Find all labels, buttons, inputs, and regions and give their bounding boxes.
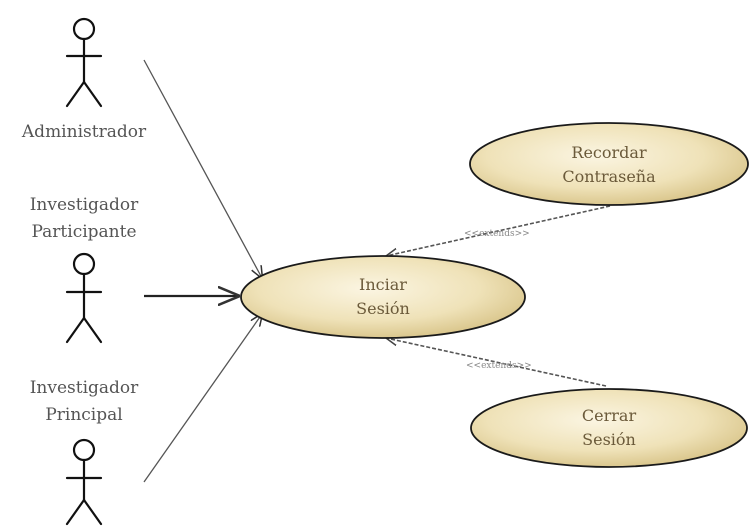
actor-administrador-label: Administrador: [21, 122, 147, 142]
actor-administrador[interactable]: Administrador: [21, 17, 147, 142]
use-case-recordar-label-line2: Contraseña: [562, 167, 656, 186]
use-case-iniciar-label-line2: Sesión: [356, 299, 410, 318]
stick-figure-icon: [65, 252, 103, 344]
use-case-iniciar-sesion[interactable]: Inciar Sesión: [240, 255, 526, 339]
actor-investigador-principal[interactable]: Investigador Principal: [30, 378, 139, 526]
actor-participante-label-line1: Investigador: [30, 195, 139, 215]
actor-principal-label-line2: Principal: [45, 405, 122, 425]
use-case-cerrar-label-line2: Sesión: [582, 430, 636, 449]
use-case-cerrar-sesion[interactable]: Cerrar Sesión: [470, 388, 748, 468]
stick-figure-icon: [65, 438, 103, 526]
association-admin-iniciar: [143, 59, 262, 278]
use-case-iniciar-ellipse[interactable]: [240, 255, 526, 339]
extend-cerrar-iniciar: [386, 338, 607, 387]
use-case-recordar-contrasena[interactable]: Recordar Contraseña: [469, 122, 749, 206]
association-principal-iniciar: [143, 314, 262, 483]
extend-recordar-iniciar: [386, 205, 611, 256]
use-case-cerrar-ellipse[interactable]: [470, 388, 748, 468]
use-case-recordar-label-line1: Recordar: [571, 143, 647, 162]
extend-label-recordar: <<extends>>: [464, 229, 530, 239]
associations: [143, 59, 262, 483]
extend-label-cerrar: <<extends>>: [466, 361, 532, 371]
use-case-iniciar-label-line1: Inciar: [359, 275, 407, 294]
extend-relations: <<extends>> <<extends>>: [386, 205, 611, 387]
actor-principal-label-line1: Investigador: [30, 378, 139, 398]
stick-figure-icon: [65, 17, 103, 108]
actor-investigador-participante[interactable]: Investigador Participante: [30, 195, 139, 344]
use-case-recordar-ellipse[interactable]: [469, 122, 749, 206]
use-case-cerrar-label-line1: Cerrar: [582, 406, 637, 425]
actor-participante-label-line2: Participante: [31, 222, 136, 242]
